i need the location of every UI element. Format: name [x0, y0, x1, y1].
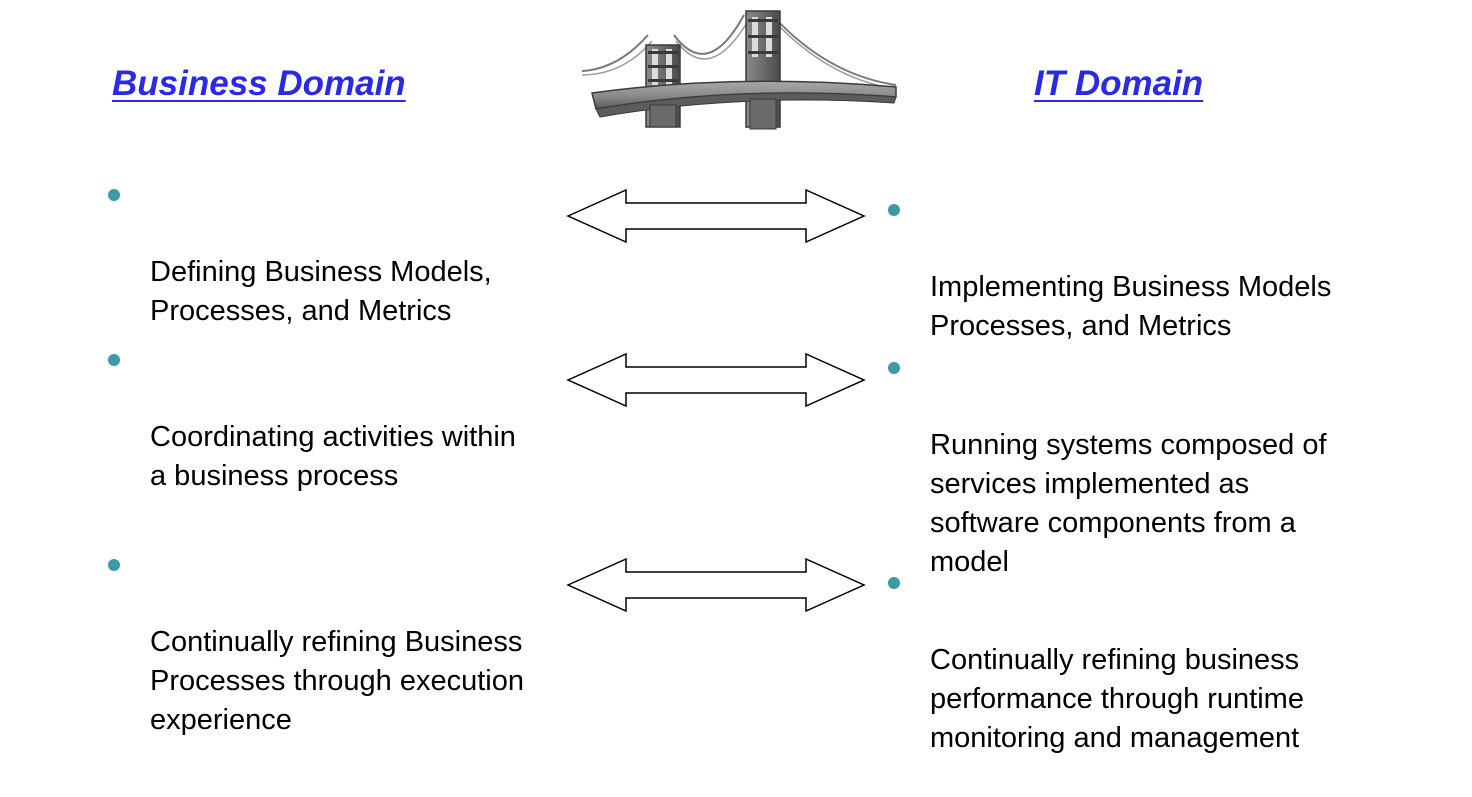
bullet-icon [108, 559, 120, 571]
bullet-icon [888, 362, 900, 374]
it-item-3: Continually refining business performanc… [888, 563, 1304, 797]
double-arrow-icon [566, 352, 866, 408]
bullet-icon [108, 354, 120, 366]
it-item-1: Implementing Business Models Processes, … [888, 190, 1331, 385]
bullet-icon [888, 577, 900, 589]
it-item-1-text: Implementing Business Models Processes, … [930, 271, 1332, 342]
it-item-2-text: Running systems composed of services imp… [930, 429, 1327, 578]
business-item-1-text: Defining Business Models, Processes, and… [150, 256, 492, 327]
it-domain-heading: IT Domain [1034, 64, 1204, 103]
business-item-3-text: Continually refining Business Processes … [150, 626, 524, 736]
it-item-3-text: Continually refining business performanc… [930, 644, 1304, 754]
business-item-1: Defining Business Models, Processes, and… [108, 175, 492, 370]
bullet-icon [888, 204, 900, 216]
bridge-icon [581, 10, 897, 130]
business-item-2-text: Coordinating activities within a busines… [150, 421, 516, 492]
double-arrow-icon [566, 188, 866, 244]
business-item-2: Coordinating activities within a busines… [108, 340, 516, 535]
business-domain-heading: Business Domain [112, 64, 406, 103]
bullet-icon [108, 189, 120, 201]
it-item-2: Running systems composed of services imp… [888, 348, 1327, 621]
business-item-3: Continually refining Business Processes … [108, 545, 524, 779]
double-arrow-icon [566, 557, 866, 613]
